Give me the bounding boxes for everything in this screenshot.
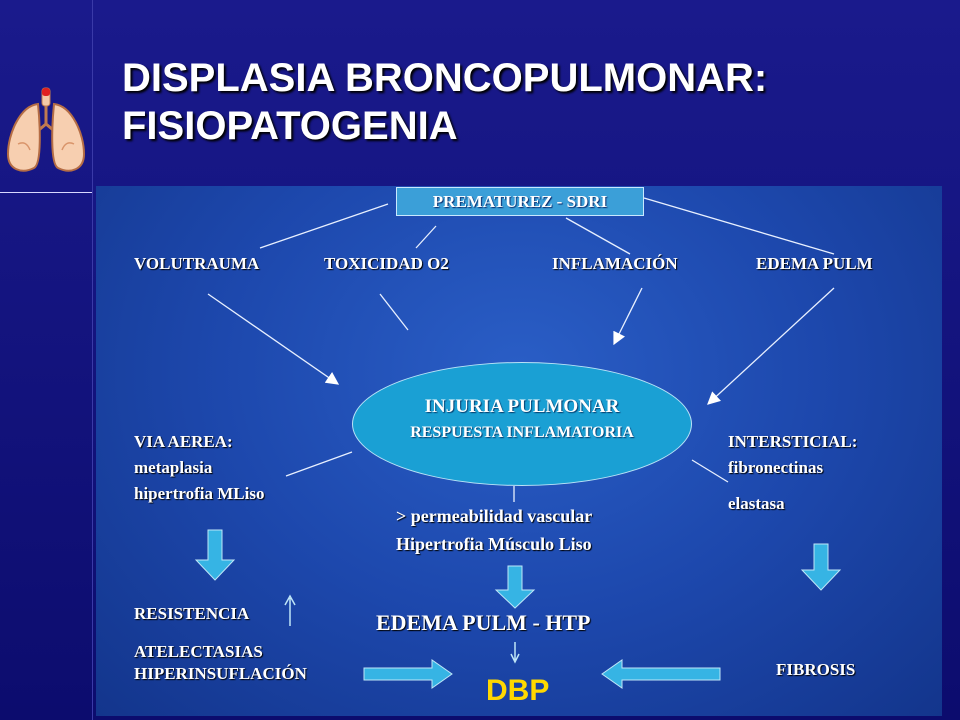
line-top-volutrauma	[259, 203, 389, 249]
dbp-result: DBP	[486, 674, 550, 707]
line-to-via-aerea	[285, 451, 353, 477]
slide-title: DISPLASIA BRONCOPULMONAR: FISIOPATOGENIA	[122, 54, 942, 150]
via-aerea-hipertrofia: hipertrofia MLiso	[134, 484, 265, 503]
small-up-arrow-icon	[284, 594, 296, 626]
vertical-divider	[92, 0, 93, 720]
intersticial-fibronectinas: fibronectinas	[728, 458, 824, 477]
arrow-edema	[707, 287, 835, 405]
injuria-pulmonar-label: INJURIA PULMONAR	[424, 396, 620, 417]
respuesta-inflamatoria-label: RESPUESTA INFLAMATORIA	[410, 424, 634, 441]
line-to-intersticial	[691, 459, 729, 483]
arrow-inflamacion	[613, 287, 643, 346]
line-toxicidad	[379, 293, 409, 331]
block-arrow-right-down	[800, 543, 842, 591]
injuria-ellipse	[352, 362, 692, 486]
block-arrow-left-right	[363, 659, 453, 689]
cause-volutrauma: VOLUTRAUMA	[134, 254, 260, 273]
permeabilidad-vascular: > permeabilidad vascular	[396, 506, 593, 526]
title-line-2: FISIOPATOGENIA	[122, 104, 458, 148]
horizontal-divider	[0, 192, 92, 193]
cause-toxicidad-o2: TOXICIDAD O2	[324, 254, 449, 273]
cause-inflamacion: INFLAMACIÓN	[552, 254, 678, 273]
block-arrow-right-left	[601, 659, 721, 689]
hipertrofia-musculo-liso: Hipertrofia Músculo Liso	[396, 534, 592, 554]
block-arrow-middle-down	[494, 565, 536, 609]
via-aerea-title: VIA AEREA:	[134, 432, 233, 451]
intersticial-elastasa: elastasa	[728, 494, 785, 513]
small-down-arrow-icon	[510, 642, 520, 664]
atelectasias-label: ATELECTASIAS	[134, 642, 263, 661]
fibrosis-label: FIBROSIS	[776, 660, 856, 679]
line-top-toxicidad	[415, 225, 437, 249]
hiperinsuflacion-label: HIPERINSUFLACIÓN	[134, 664, 307, 683]
cause-edema-pulm: EDEMA PULM	[756, 254, 873, 273]
line-top-edema	[643, 197, 835, 255]
edema-pulm-htp-label: EDEMA PULM - HTP	[376, 610, 591, 635]
intersticial-title: INTERSTICIAL:	[728, 432, 858, 451]
diagram-panel: PREMATUREZ - SDRI VOLUTRAUMA TOXICIDAD O…	[96, 186, 942, 716]
lungs-icon	[6, 87, 86, 172]
via-aerea-metaplasia: metaplasia	[134, 458, 213, 477]
arrow-volutrauma	[207, 293, 340, 385]
block-arrow-left-down	[194, 529, 236, 581]
resistencia-label: RESISTENCIA	[134, 604, 250, 623]
line-top-inflamacion	[565, 217, 631, 255]
connector-layer	[194, 197, 842, 689]
prematurez-box: PREMATUREZ - SDRI	[396, 187, 644, 216]
title-line-1: DISPLASIA BRONCOPULMONAR:	[122, 56, 768, 100]
